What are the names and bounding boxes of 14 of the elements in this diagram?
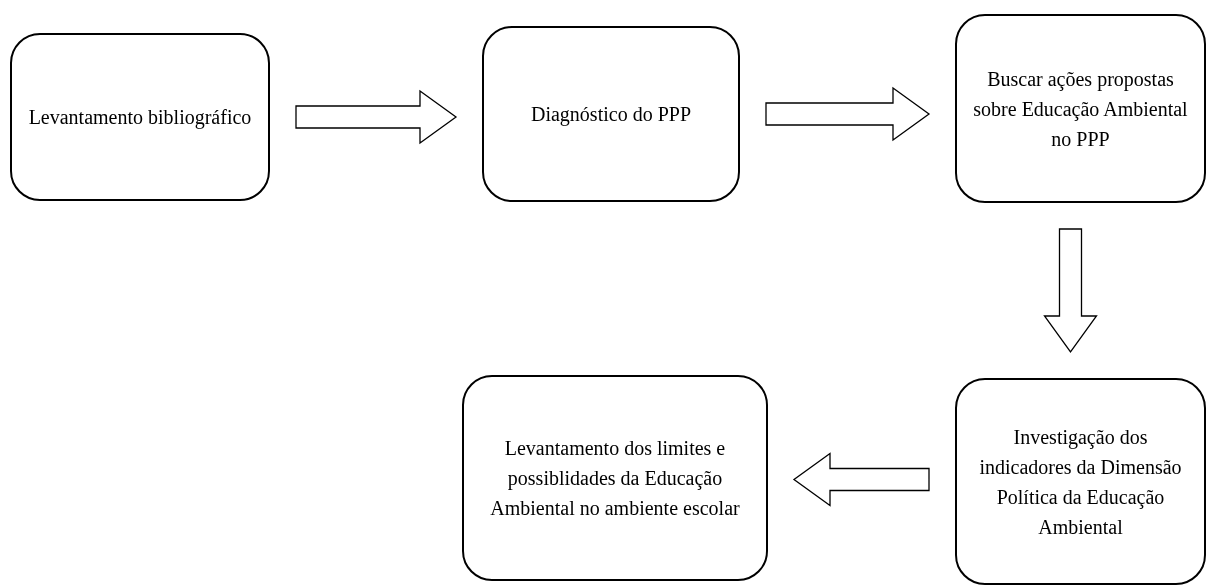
block-arrow: [765, 86, 931, 142]
box-text: Levantamento dos limites e possiblidades da Educação Ambiental no ambiente escolar: [489, 436, 741, 521]
box-text: Diagnóstico do PPP: [531, 102, 691, 128]
process-box: [10, 33, 270, 201]
block-arrow: [1043, 228, 1098, 354]
box-text: Levantamento bibliográfico: [28, 105, 252, 131]
process-box: [482, 26, 740, 202]
process-box: [955, 378, 1206, 585]
process-box: [462, 375, 768, 581]
block-arrow: [295, 89, 458, 145]
process-box: [955, 14, 1206, 203]
block-arrow: [792, 452, 930, 507]
box-text: Buscar ações propostas sobre Educação Ambiental no PPP: [972, 66, 1189, 152]
box-text: Investigação dos indicadores da Dimensão Política da Educação Ambiental: [978, 424, 1183, 540]
